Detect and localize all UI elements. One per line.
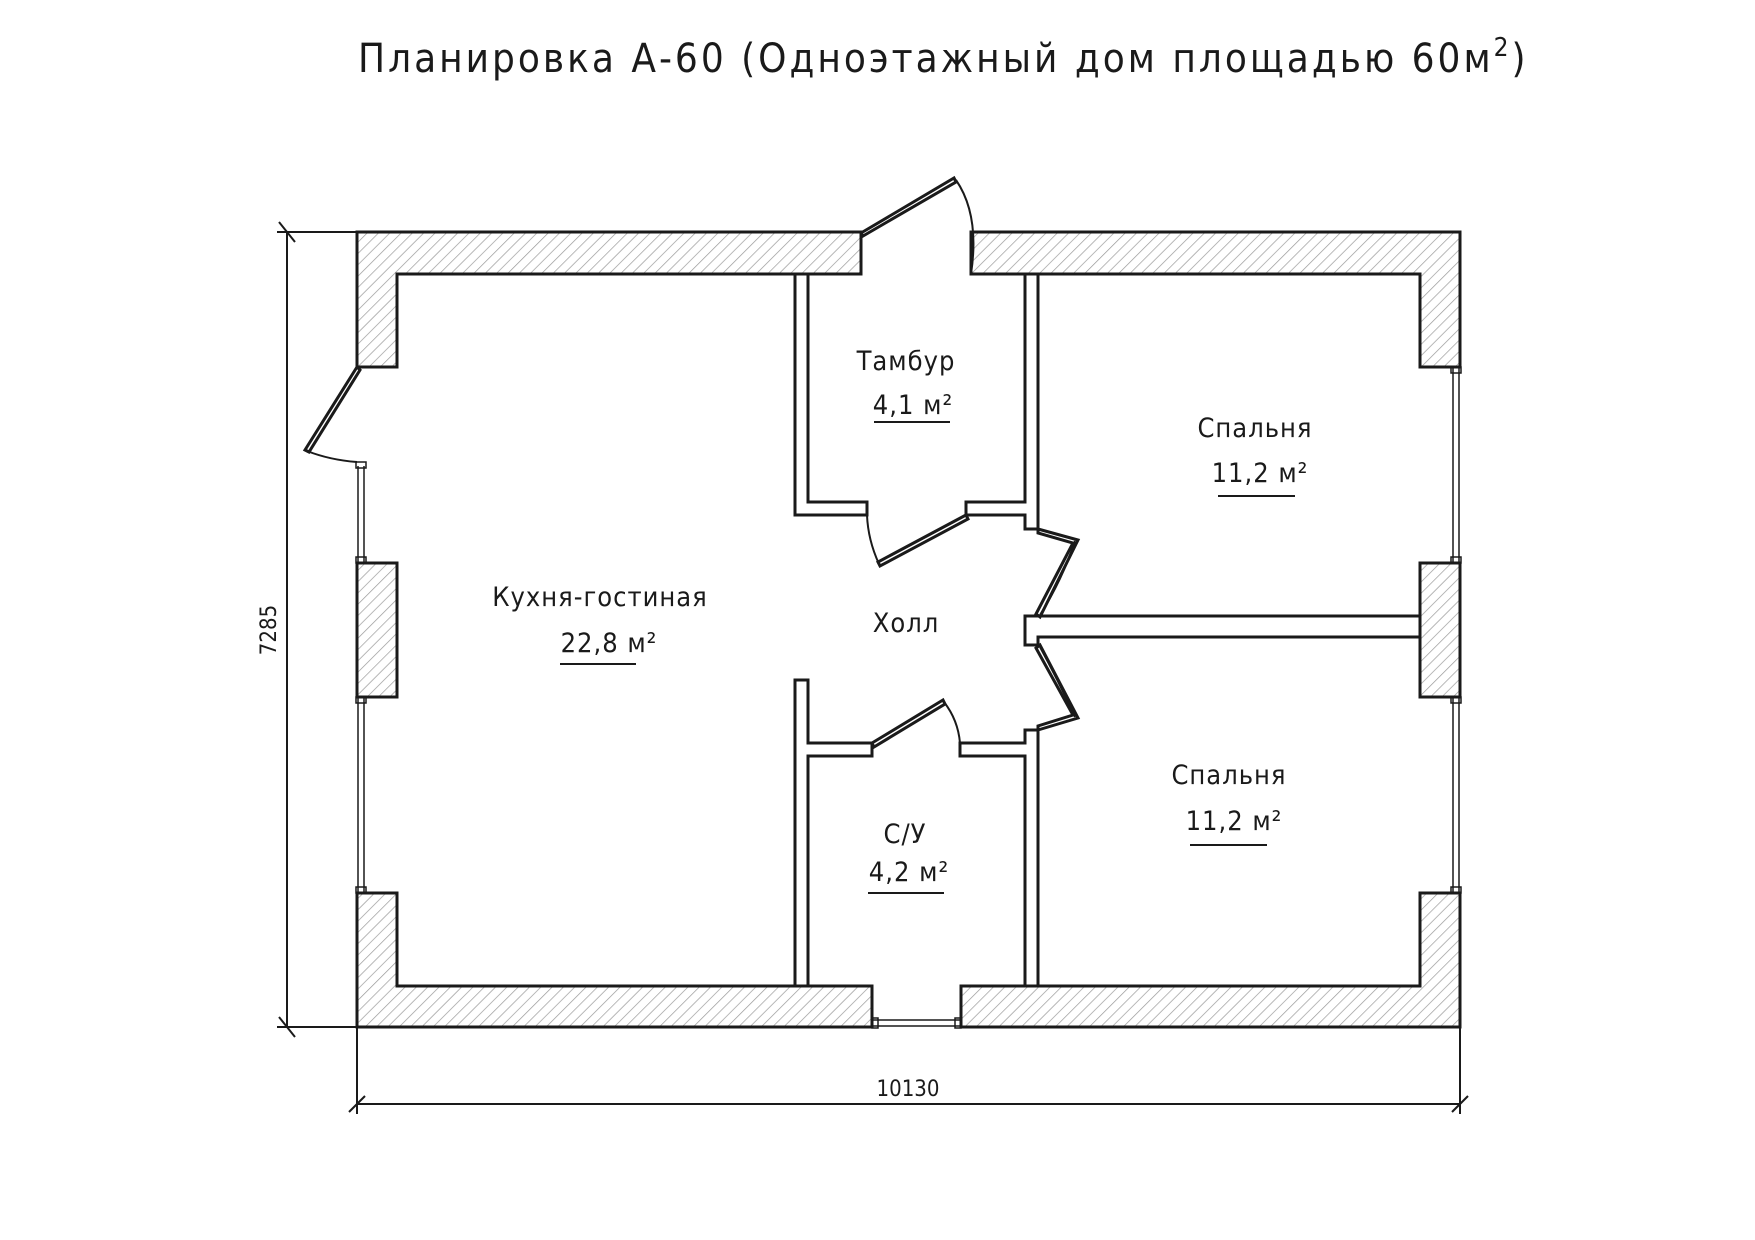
door-left-exterior xyxy=(302,364,362,463)
door-bedroom-top xyxy=(1034,527,1081,620)
room-name-kitchen: Кухня-гостиная xyxy=(492,582,708,613)
room-area-bedroom-bottom: 11,2 м² xyxy=(1186,806,1283,837)
room-area-bedroom-top: 11,2 м² xyxy=(1212,458,1309,489)
dimension-width-label: 10130 xyxy=(877,1077,940,1102)
window-right-upper xyxy=(1450,366,1462,564)
door-vestibule xyxy=(866,512,970,569)
room-area-bathroom: 4,2 м² xyxy=(869,857,949,888)
interior-walls xyxy=(793,272,1422,988)
exterior-walls xyxy=(355,230,1462,1029)
window-bottom xyxy=(871,1017,962,1029)
room-labels: Кухня-гостиная 22,8 м² Тамбур 4,1 м² Хол… xyxy=(492,346,1312,894)
dimension-height: 7285 xyxy=(257,221,357,1038)
windows xyxy=(355,366,1462,1029)
dimension-width: 10130 xyxy=(348,1027,1469,1114)
doors xyxy=(302,175,1081,750)
room-name-bedroom-top: Спальня xyxy=(1197,413,1312,444)
door-bedroom-bottom xyxy=(1034,642,1081,733)
room-name-bathroom: С/У xyxy=(884,819,927,850)
room-area-vestibule: 4,1 м² xyxy=(873,390,953,421)
door-bathroom xyxy=(870,697,961,750)
room-name-bedroom-bottom: Спальня xyxy=(1171,760,1286,791)
room-name-hall: Холл xyxy=(873,608,940,639)
window-left-lower xyxy=(355,696,367,894)
room-name-vestibule: Тамбур xyxy=(856,346,956,377)
entrance-door xyxy=(858,175,975,275)
dimension-height-label: 7285 xyxy=(257,605,282,655)
window-left-upper xyxy=(355,461,367,564)
plan-title: Планировка А-60 (Одноэтажный дом площадь… xyxy=(358,33,1529,82)
window-right-lower xyxy=(1450,696,1462,894)
room-area-kitchen: 22,8 м² xyxy=(561,628,658,659)
